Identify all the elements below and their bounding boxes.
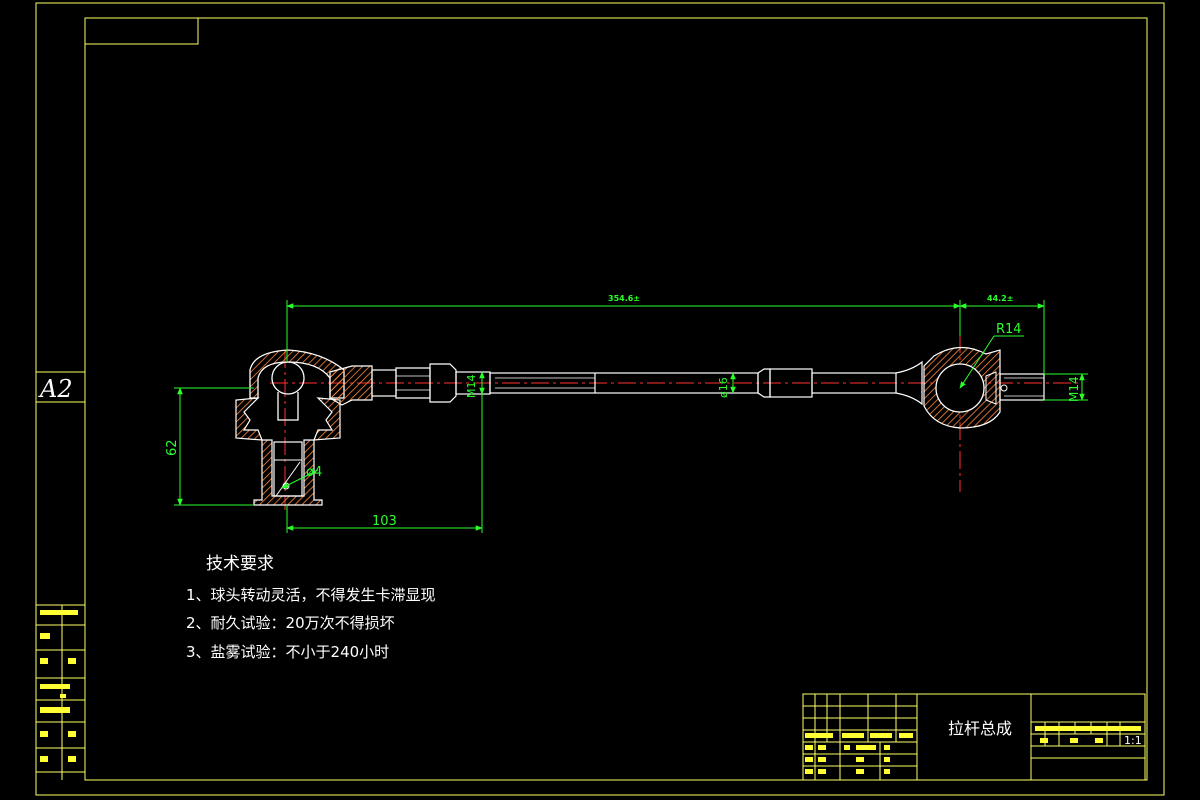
dim-height: 62 <box>165 439 180 456</box>
drawing-scale: 1:1 <box>1124 734 1142 747</box>
left-ball-joint <box>235 349 345 506</box>
title-block <box>802 693 1146 781</box>
dim-thread-left: M14 <box>465 375 478 399</box>
dim-radius: R14 <box>996 322 1022 337</box>
left-margin-marks <box>40 610 78 762</box>
dim-overall-length: 354.6± <box>608 294 640 303</box>
right-ball-joint <box>923 346 1045 429</box>
dim-right-offset: 44.2± <box>987 294 1013 303</box>
main-shaft <box>489 360 923 406</box>
tech-requirement-item: 3、盐雾试验：不小于240小时 <box>186 643 389 661</box>
title-block-marks <box>805 726 1141 774</box>
dim-shaft-diameter: ø16 <box>717 377 730 398</box>
tech-requirements-heading: 技术要求 <box>206 554 274 574</box>
tech-requirement-item: 1、球头转动灵活，不得发生卡滞显现 <box>186 586 436 604</box>
sheet-size-label: A2 <box>38 375 73 403</box>
dimension-lines <box>174 300 1088 533</box>
left-adjuster <box>329 363 491 406</box>
dim-thread-right: M14 <box>1067 376 1081 402</box>
tech-requirement-item: 2、耐久试验：20万次不得损坏 <box>186 614 395 632</box>
sheet-frame <box>35 2 1165 796</box>
dim-left-length: 103 <box>372 514 397 529</box>
left-margin-strip <box>36 604 85 780</box>
part-name: 拉杆总成 <box>948 719 1012 738</box>
dim-hole-diameter: ø4 <box>306 465 322 480</box>
